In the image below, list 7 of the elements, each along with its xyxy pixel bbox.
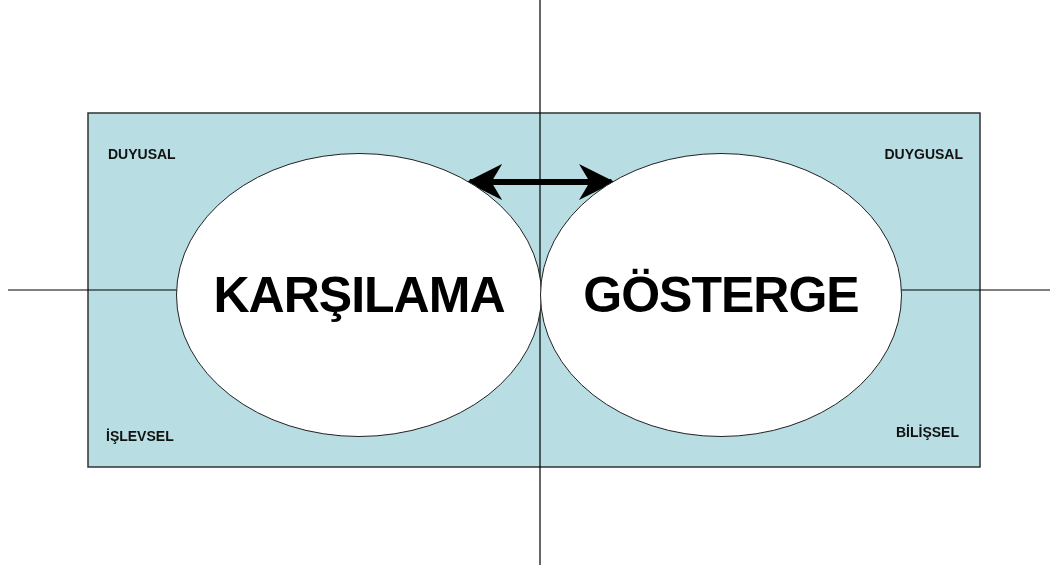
- concept-label: KARŞILAMA: [213, 266, 505, 324]
- quadrant-label: BİLİŞSEL: [896, 424, 959, 440]
- concept-label: GÖSTERGE: [583, 266, 859, 324]
- quadrant-label: İŞLEVSEL: [106, 428, 174, 444]
- quadrant-label: DUYGUSAL: [884, 146, 963, 162]
- double-arrow: [466, 164, 615, 200]
- quadrant-label: DUYUSAL: [108, 146, 176, 162]
